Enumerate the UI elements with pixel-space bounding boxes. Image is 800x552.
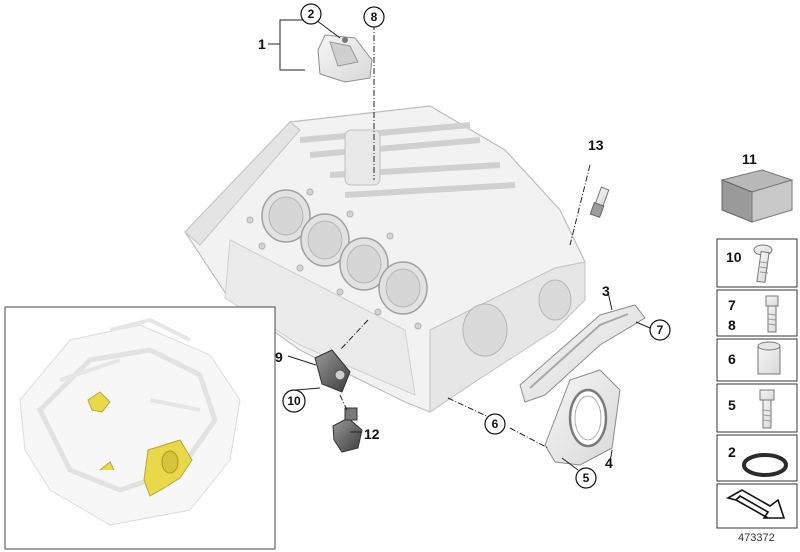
svg-text:5: 5 (583, 471, 590, 485)
panel-label-6: 6 (728, 351, 736, 367)
callout-3: 3 (602, 283, 610, 299)
panel-label-10: 10 (726, 249, 742, 265)
side-panel: 11 10 7 8 6 5 2 (716, 151, 798, 529)
svg-text:8: 8 (371, 10, 378, 24)
cylinder-bores (261, 189, 428, 315)
arrow-symbol-icon (725, 489, 786, 519)
engine-block (184, 105, 586, 413)
callout-13: 13 (588, 137, 604, 153)
callout-9: 9 (275, 349, 283, 365)
solid-leaders (268, 19, 651, 471)
part-11-box (720, 169, 794, 223)
bolt-7-8-icon (765, 295, 779, 333)
part-13-sensor (589, 186, 610, 218)
svg-text:10: 10 (287, 394, 301, 408)
circled-callout-7: 7 (649, 319, 671, 341)
panel-label-7: 7 (728, 297, 736, 313)
bolt-5-icon (759, 389, 775, 429)
part-4-seal-carrier (544, 369, 621, 466)
bolt-10-icon (753, 244, 773, 283)
panel-label-2: 2 (728, 444, 736, 460)
part-1-bracket (317, 34, 373, 83)
leader-lines (339, 24, 591, 449)
panel-cell-5 (716, 383, 798, 433)
circled-callout-2: 2 (300, 3, 322, 25)
callout-1: 1 (258, 36, 266, 52)
panel-label-5: 5 (728, 397, 736, 413)
panel-cell-7-8 (716, 289, 798, 337)
o-ring-2-icon (742, 453, 788, 477)
document-number: 473372 (738, 532, 775, 544)
part-3-cover (519, 304, 646, 403)
sleeve-6-icon (757, 341, 781, 375)
part-12-sensor (332, 407, 363, 453)
circled-callout-6: 6 (484, 413, 506, 435)
circled-callout-10: 10 (282, 389, 306, 413)
panel-label-8: 8 (728, 317, 736, 333)
panel-cell-6 (716, 338, 798, 382)
svg-text:2: 2 (308, 7, 315, 21)
callout-4: 4 (605, 455, 613, 471)
circled-callout-8: 8 (363, 6, 385, 28)
svg-text:7: 7 (657, 323, 664, 337)
circled-callout-5: 5 (575, 467, 597, 489)
callout-12: 12 (364, 426, 380, 442)
part-9-sensor (314, 349, 351, 393)
engine-overview-inset (4, 306, 276, 550)
side-panel-label-11: 11 (742, 151, 757, 167)
svg-text:6: 6 (492, 417, 499, 431)
